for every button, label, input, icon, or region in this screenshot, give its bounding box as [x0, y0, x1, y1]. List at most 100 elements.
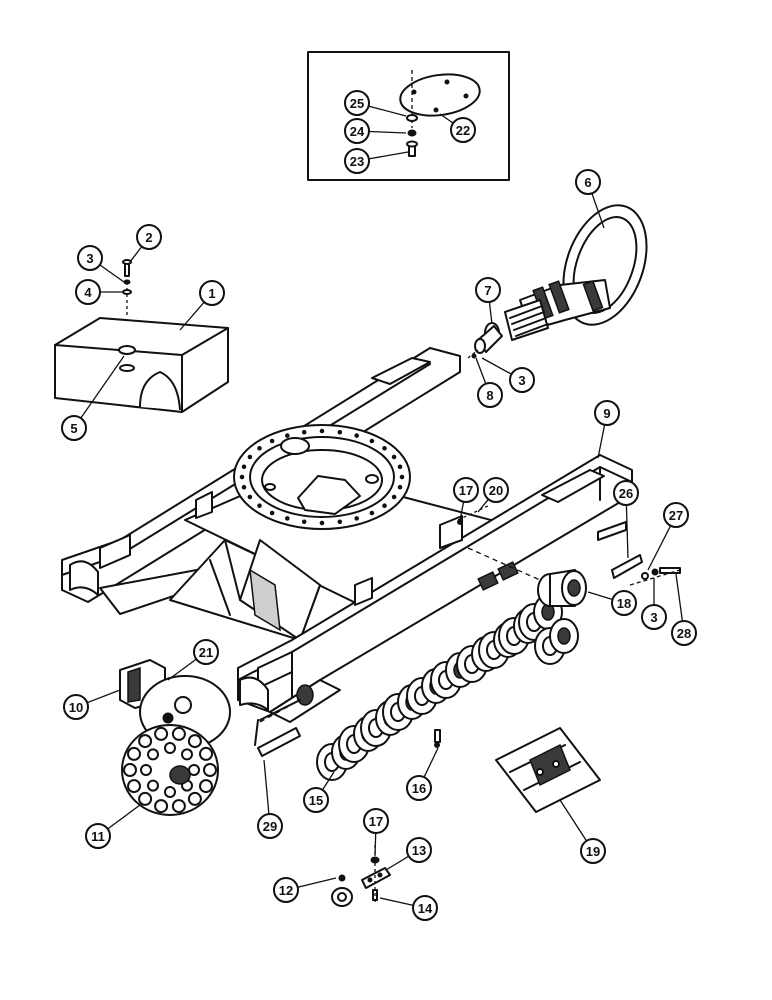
callout-leader: [591, 193, 605, 229]
callout-circle: [75, 279, 101, 305]
callout-leader: [379, 897, 414, 907]
callout-c23: 23: [344, 148, 409, 174]
callout-number: 12: [279, 883, 293, 898]
callout-leader: [167, 658, 197, 681]
callout-number: 23: [350, 154, 364, 169]
callout-leader: [297, 877, 337, 888]
callout-leader: [481, 357, 512, 375]
callout-leader: [107, 804, 141, 830]
inset-detail: [307, 51, 510, 181]
callout-c2: 2: [129, 224, 162, 263]
callout-leader: [80, 355, 125, 419]
callout-leader: [321, 771, 335, 791]
callout-c26: 26: [613, 480, 639, 559]
callout-circle: [63, 694, 89, 720]
callout-circle: [509, 367, 535, 393]
callout-number: 15: [309, 793, 323, 808]
callout-circle: [61, 415, 87, 441]
callout-leader: [647, 525, 672, 571]
bottom-roller: [534, 618, 579, 665]
callout-c25: 25: [344, 90, 407, 117]
final-drive: [119, 659, 231, 816]
callout-leader: [368, 105, 407, 117]
callout-c9: 9: [594, 400, 620, 459]
callout-c5: 5: [61, 355, 125, 441]
callout-number: 17: [459, 483, 473, 498]
callout-leader: [559, 799, 588, 842]
callout-circle: [412, 895, 438, 921]
callout-leader: [129, 246, 143, 263]
callout-c16: 16: [406, 747, 439, 801]
callout-circle: [344, 90, 370, 116]
callout-number: 28: [677, 626, 691, 641]
callout-leader: [477, 498, 489, 513]
callout-number: 27: [669, 508, 683, 523]
callout-leader: [263, 759, 270, 815]
callout-c17b: 17: [363, 808, 389, 857]
callout-c17a: 17: [453, 477, 479, 521]
callout-number: 21: [199, 645, 213, 660]
rear-hardware: [611, 554, 681, 586]
callout-number: 13: [412, 843, 426, 858]
callout-circle: [671, 620, 697, 646]
bottom-rollers: [316, 594, 579, 781]
callout-circle: [303, 787, 329, 813]
callout-number: 7: [484, 283, 491, 298]
callout-c13: 13: [385, 837, 432, 871]
callout-number: 2: [145, 230, 152, 245]
callout-circle: [193, 639, 219, 665]
callout-number: 24: [350, 124, 365, 139]
callout-circle: [641, 604, 667, 630]
callout-layer: 1234567839101112131415161717181920212223…: [61, 90, 697, 921]
carrier-roller: [467, 547, 587, 607]
callout-circle: [611, 590, 637, 616]
callout-leader: [385, 855, 410, 871]
callout-circle: [580, 838, 606, 864]
callout-leader: [423, 747, 439, 778]
callout-c19: 19: [559, 799, 606, 864]
callout-circle: [594, 400, 620, 426]
callout-circle: [199, 280, 225, 306]
callout-c6: 6: [575, 169, 605, 229]
callout-circle: [450, 117, 476, 143]
callout-c1: 1: [179, 280, 225, 331]
callout-c14: 14: [379, 895, 438, 921]
callout-number: 1: [208, 286, 215, 301]
callout-leader: [459, 501, 465, 521]
callout-number: 29: [263, 819, 277, 834]
callout-c27: 27: [647, 502, 689, 571]
callout-circle: [77, 245, 103, 271]
callout-circle: [453, 477, 479, 503]
callout-circle: [257, 813, 283, 839]
callout-number: 20: [489, 483, 503, 498]
callout-c21: 21: [167, 639, 219, 681]
callout-c3c: 3: [641, 578, 667, 630]
callout-leader: [179, 301, 205, 331]
callout-c12: 12: [273, 877, 337, 903]
callout-number: 3: [650, 610, 657, 625]
callout-leader: [625, 504, 629, 559]
callout-number: 19: [586, 844, 600, 859]
callout-c3a: 3: [77, 245, 125, 283]
callout-leader: [368, 151, 409, 160]
callout-circle: [136, 224, 162, 250]
callout-c20: 20: [477, 477, 509, 513]
callout-number: 8: [486, 388, 493, 403]
callout-circle: [613, 480, 639, 506]
callout-number: 14: [418, 901, 433, 916]
callout-circle: [344, 148, 370, 174]
callout-circle: [406, 837, 432, 863]
callout-leader: [439, 113, 454, 124]
callout-number: 17: [369, 814, 383, 829]
callout-leader: [675, 573, 684, 622]
track-guard: [254, 699, 301, 757]
callout-number: 9: [603, 406, 610, 421]
callout-circle: [85, 823, 111, 849]
callout-leader: [488, 301, 493, 325]
callout-number: 4: [84, 285, 92, 300]
cover-plate: [54, 259, 229, 413]
callout-leader: [587, 591, 613, 601]
callout-number: 25: [350, 96, 364, 111]
callout-leader: [597, 424, 606, 459]
